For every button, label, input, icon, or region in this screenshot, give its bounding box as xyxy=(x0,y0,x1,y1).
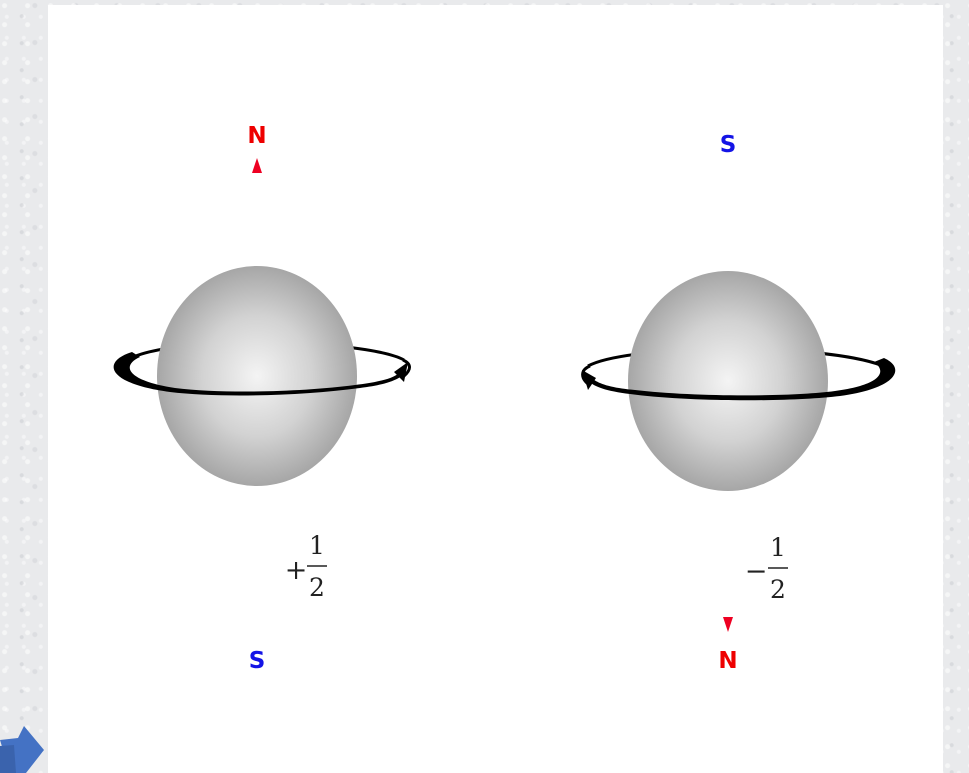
spin-quantum-number-plus: + 1 2 xyxy=(285,531,327,602)
denominator: 2 xyxy=(770,575,786,604)
denominator: 2 xyxy=(309,573,325,602)
north-pole-label: N xyxy=(718,648,737,674)
sign: − xyxy=(745,556,768,587)
numerator: 1 xyxy=(309,531,325,560)
electron-sphere xyxy=(157,266,357,486)
sign: + xyxy=(285,555,308,586)
north-arrowhead-icon xyxy=(252,158,262,173)
ring-arrow-icon xyxy=(394,362,408,382)
south-pole-label: S xyxy=(249,648,266,674)
ring-arrow-curl xyxy=(581,364,591,386)
ring-arrow-curl xyxy=(402,358,411,378)
south-pole-label: S xyxy=(720,132,737,158)
north-arrowhead-icon xyxy=(723,617,733,632)
arrow-right-icon[interactable] xyxy=(0,726,44,773)
spin-down-electron: S N − 1 2 xyxy=(581,132,896,674)
electron-sphere xyxy=(628,271,828,491)
numerator: 1 xyxy=(770,533,786,562)
spin-quantum-number-minus: − 1 2 xyxy=(745,533,788,604)
spin-up-electron: N S + 1 2 xyxy=(113,123,411,674)
ring-arrow-icon xyxy=(582,370,596,390)
north-pole-label: N xyxy=(247,123,266,149)
